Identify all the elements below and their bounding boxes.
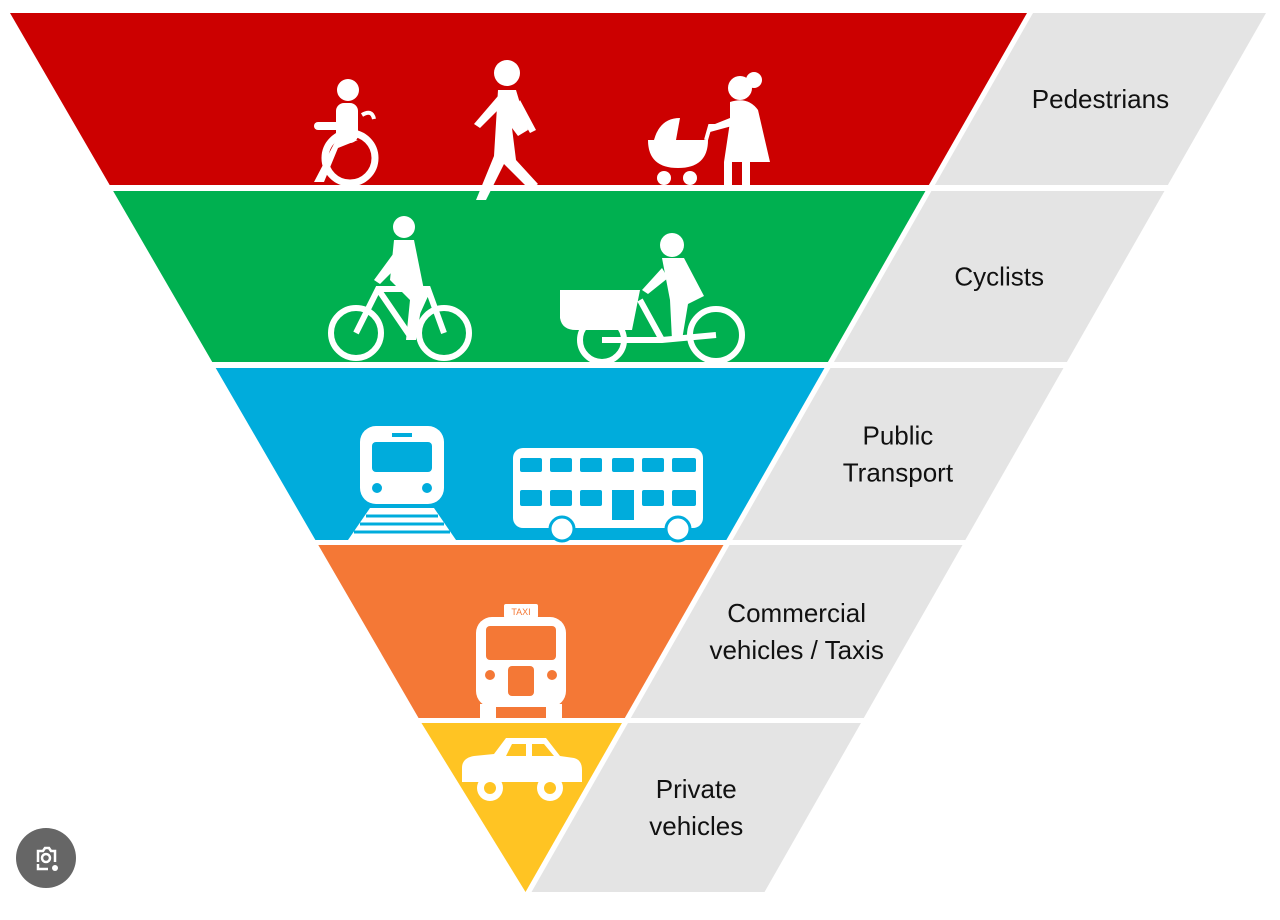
label-public-transport: Public	[862, 421, 933, 451]
walking-person-icon	[474, 60, 538, 200]
visual-search-icon	[36, 846, 58, 871]
label-cyclists: Cyclists	[954, 262, 1044, 292]
cyclist-icon	[328, 216, 472, 361]
train-icon	[348, 426, 456, 540]
label-panel-cyclists	[833, 191, 1165, 362]
label-pedestrians: Pedestrians	[1032, 84, 1169, 114]
car-icon	[462, 738, 582, 801]
label-commercial-vehicles-taxis: Commercial	[727, 598, 866, 628]
label-private-vehicles: Private	[656, 774, 737, 804]
taxi-icon: TAXI	[476, 604, 566, 718]
label-panel-public-transport	[732, 368, 1064, 540]
double-decker-bus-icon	[513, 448, 703, 543]
label-panel-pedestrians	[934, 13, 1266, 185]
label-panel-commercial-vehicles-taxis	[630, 545, 963, 718]
person-with-pram-icon	[648, 72, 770, 187]
label-commercial-vehicles-taxis: vehicles / Taxis	[709, 635, 883, 665]
visual-search-button[interactable]	[16, 828, 76, 888]
cargo-bike-icon	[560, 233, 745, 365]
label-private-vehicles: vehicles	[649, 811, 743, 841]
band-cyclists	[113, 191, 926, 362]
label-public-transport: Transport	[843, 458, 954, 488]
wheelchair-user-icon	[314, 79, 379, 187]
label-panel-private-vehicles	[531, 723, 861, 892]
taxi-sign-text: TAXI	[511, 607, 530, 617]
